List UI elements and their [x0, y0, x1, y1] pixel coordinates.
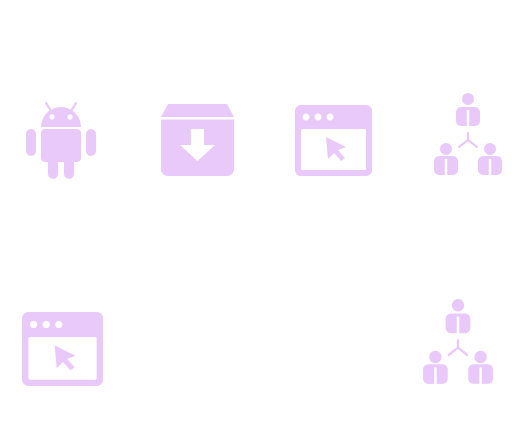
- user-network-icon-graphic: [423, 299, 493, 384]
- browser-window-cursor-icon-graphic: [295, 105, 372, 176]
- archive-download-icon[interactable]: [160, 103, 235, 177]
- browser-window-cursor-icon-graphic: [22, 312, 103, 386]
- browser-window-cursor-icon[interactable]: [294, 104, 373, 177]
- user-network-icon[interactable]: [421, 298, 495, 386]
- user-network-icon-graphic: [434, 93, 502, 175]
- user-network-icon[interactable]: [432, 92, 504, 177]
- archive-download-icon-graphic: [161, 104, 234, 176]
- android-icon-graphic: [26, 101, 96, 179]
- android-icon[interactable]: [24, 99, 98, 181]
- browser-window-cursor-icon[interactable]: [21, 311, 104, 387]
